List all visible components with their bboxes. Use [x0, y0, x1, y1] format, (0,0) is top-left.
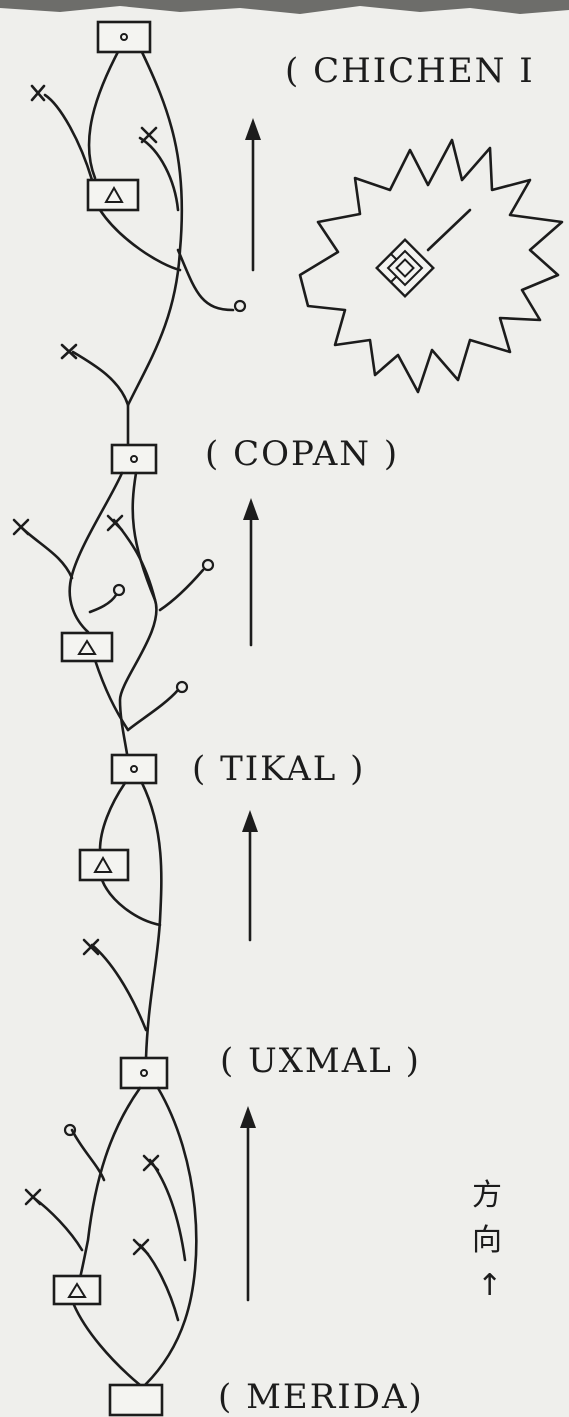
segment-uxmal-merida: [32, 1086, 198, 1387]
node-triangle-3: [78, 848, 130, 882]
direction-arrow-1: [245, 118, 261, 272]
branch-to-circle-end: [176, 248, 235, 312]
starburst-icon: [298, 138, 564, 394]
label-merida: ( MERIDA): [218, 1377, 424, 1417]
cross-marks-tikal: [82, 938, 100, 956]
node-tikal-circle: [110, 753, 158, 785]
torn-top-edge: [0, 0, 569, 14]
cross-marks-copan: [12, 514, 124, 536]
end-circle-copan-2: [112, 583, 126, 597]
end-circle-uxmal: [63, 1123, 77, 1137]
direction-arrow-4: [240, 1106, 256, 1302]
cross-marks-top: [30, 84, 158, 360]
cross-marks-uxmal: [24, 1154, 160, 1256]
node-triangle-4: [52, 1274, 102, 1306]
node-copan-circle: [110, 443, 158, 475]
segment-tikal-uxmal: [90, 781, 163, 1060]
node-merida-start: [108, 1383, 164, 1417]
direction-arrow-2: [243, 498, 259, 647]
node-triangle-1: [86, 178, 140, 212]
segment-copan-tikal: [20, 471, 205, 762]
label-tikal: ( TIKAL ): [192, 749, 365, 789]
label-chichen: ( CHICHEN I: [285, 51, 535, 91]
direction-char-1: 方: [472, 1178, 502, 1213]
direction-arrow-3: [242, 810, 258, 942]
direction-char-2: 向: [472, 1223, 502, 1258]
end-circle-top: [233, 299, 247, 313]
label-uxmal: ( UXMAL ): [220, 1041, 421, 1081]
label-copan: ( COPAN ): [205, 434, 399, 474]
segment-chichen: [43, 46, 235, 447]
node-triangle-2: [60, 631, 114, 663]
direction-arrow-glyph: ↑: [477, 1268, 502, 1303]
end-circle-copan-3: [175, 680, 189, 694]
node-uxmal-circle: [119, 1056, 169, 1090]
end-circle-copan-1: [201, 558, 215, 572]
node-chichen-circle: [96, 20, 152, 54]
